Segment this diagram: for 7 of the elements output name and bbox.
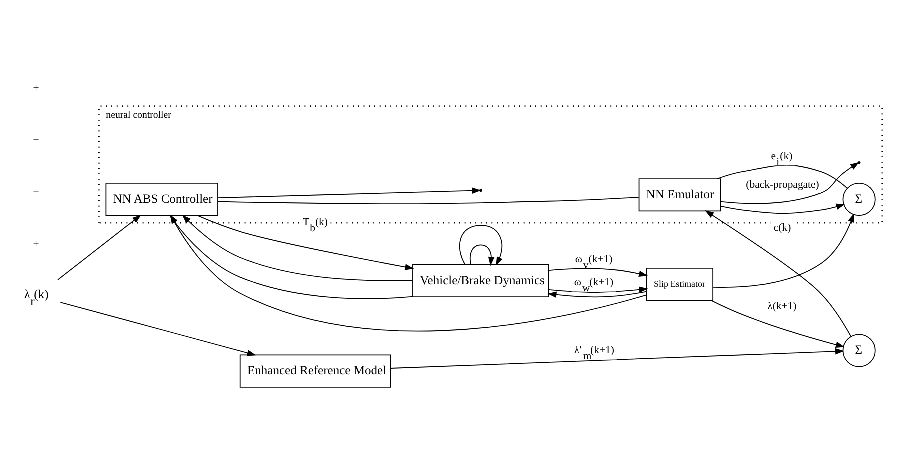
label: −: [33, 134, 40, 146]
label: −: [33, 186, 40, 198]
label: +: [33, 238, 40, 250]
edge-label: c(k): [774, 221, 792, 234]
edge-label: λ(k+1): [768, 300, 797, 312]
edge-label: (back-propagate): [746, 178, 820, 191]
label: +: [33, 82, 40, 94]
